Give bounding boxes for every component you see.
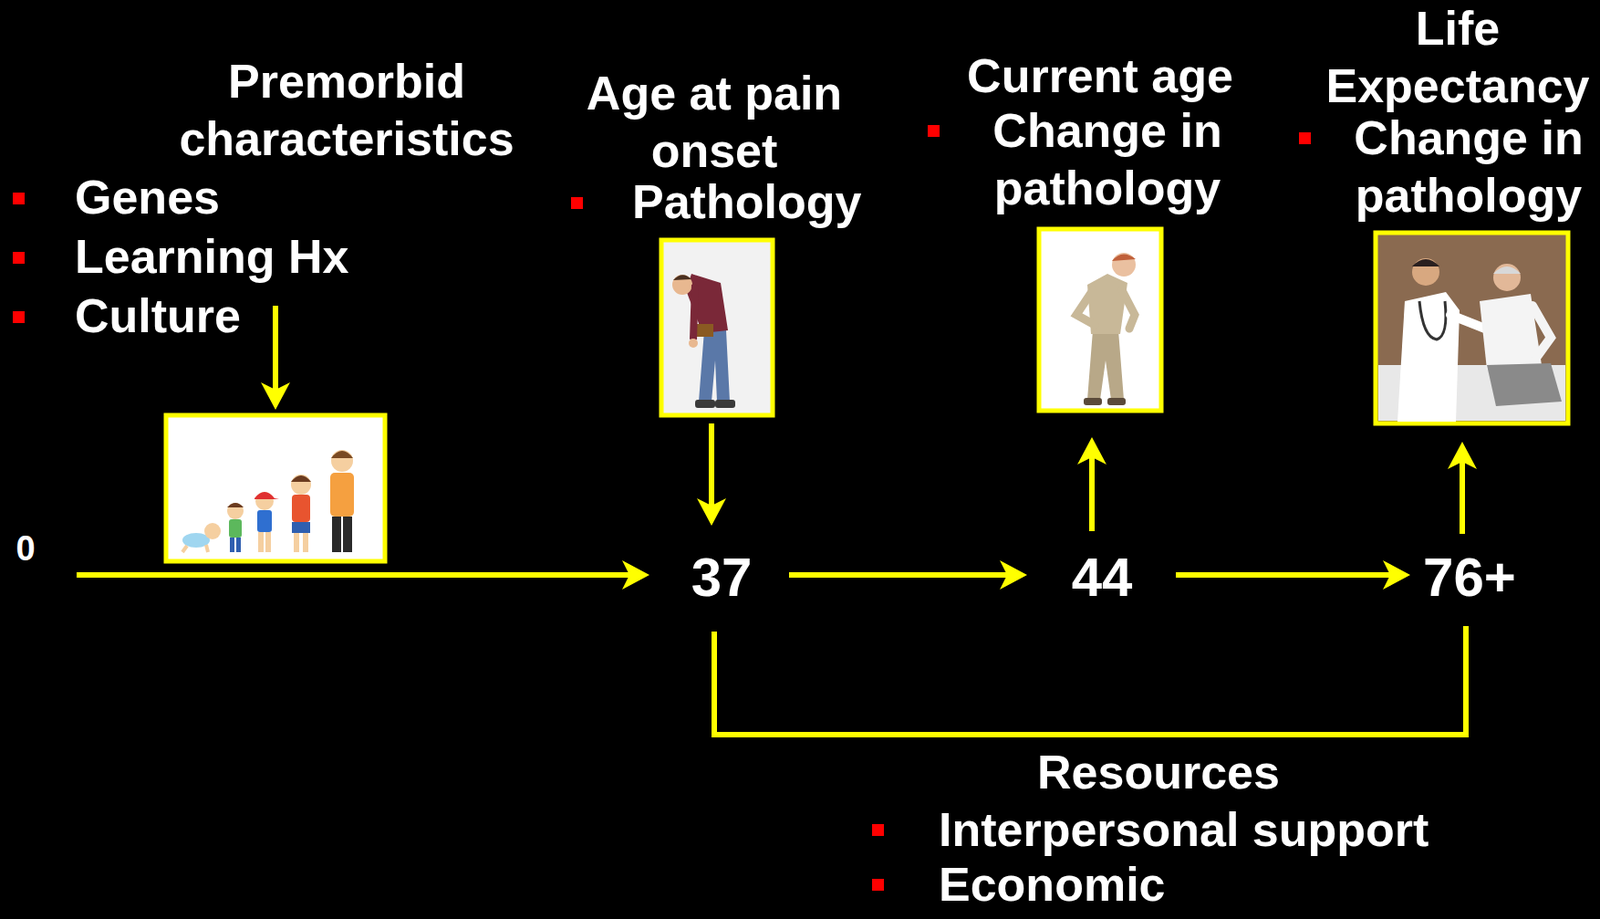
back-pain-illustration-part: [1083, 397, 1102, 406]
doctor-patient-illustration-part: [1419, 301, 1446, 340]
bullet-item: Genes: [74, 168, 458, 227]
worker-illustration-part: [661, 239, 773, 416]
kids-illustration-part: [182, 545, 188, 552]
heading-text: Premorbid characteristics: [145, 52, 548, 168]
back-pain-illustration-part: [1087, 330, 1124, 400]
age-number: 76+: [1396, 543, 1543, 611]
kids-illustration-part: [332, 516, 342, 552]
back-pain-illustration-part: [1038, 228, 1162, 411]
stage-heading: Age at pain onset: [559, 64, 870, 180]
age-number: 37: [648, 543, 795, 611]
bullet-square-part: [1298, 132, 1311, 145]
doctor-patient-illustration-part: [1532, 305, 1551, 358]
kids-illustration-part: [342, 516, 353, 552]
timeline-arrow-part: [1175, 571, 1394, 578]
bullet-item: Pathology: [632, 173, 925, 231]
pointer-arrow-part: [1447, 441, 1477, 469]
kids-illustration-part: [291, 494, 311, 522]
bullet-item: Culture: [74, 287, 458, 345]
kids-illustration-part: [258, 531, 264, 552]
worker-illustration-part: [673, 274, 692, 281]
timeline-arrow-part: [76, 571, 634, 578]
kids-illustration-part: [265, 531, 271, 552]
kids-illustration-part: [166, 415, 385, 562]
bullet-square-part: [927, 124, 940, 137]
pointer-arrow-part: [1089, 452, 1095, 531]
worker-illustration-part: [693, 284, 696, 340]
timeline-arrow-part: [789, 571, 1011, 578]
kids-illustration-part: [291, 521, 311, 533]
back-pain-illustration-part: [1111, 252, 1136, 277]
back-pain-illustration-part: [1076, 290, 1095, 325]
bullet-item: Change in pathology: [1318, 109, 1600, 225]
bullet-item: Learning Hx: [74, 228, 458, 286]
worker-illustration-part: [715, 399, 736, 408]
doctor-patient-illustration-part: [1493, 263, 1521, 291]
stage-heading: Current age: [926, 47, 1274, 105]
timeline-arrow-part: [622, 560, 650, 590]
age-number: 44: [1028, 543, 1175, 611]
age-number: 0: [5, 527, 46, 570]
worker-illustration-part: [695, 399, 716, 408]
bullet-item: Interpersonal support: [938, 800, 1541, 859]
kids-illustration-part: [236, 537, 241, 552]
pointer-arrow-part: [1077, 436, 1107, 465]
resources-bracket: [714, 625, 1466, 735]
back-pain-illustration-part: [1122, 290, 1135, 329]
bullet-square-part: [872, 878, 884, 891]
bullet-square-part: [12, 192, 25, 205]
back-pain-illustration-part: [1111, 253, 1136, 261]
kids-illustration-part: [293, 532, 300, 552]
kids-illustration-part: [204, 522, 221, 540]
pointer-arrow-part: [696, 498, 727, 526]
worker-illustration-part: [688, 338, 698, 348]
kids-illustration-part: [330, 472, 354, 517]
kids-illustration-part: [290, 475, 312, 482]
doctor-patient-illustration-part: [1450, 314, 1486, 329]
pointer-arrow-part: [1459, 457, 1465, 534]
kids-illustration-part: [206, 544, 208, 552]
pointer-arrow-part: [272, 305, 279, 395]
bullet-item: Change in pathology: [956, 102, 1258, 218]
kids-illustration-part: [229, 537, 235, 552]
kids-illustration-part: [302, 532, 309, 552]
stage-heading: Life Expectancy: [1320, 0, 1595, 115]
kids-illustration-part: [228, 519, 242, 538]
worker-illustration-part: [698, 330, 730, 402]
bullet-square-part: [12, 311, 25, 323]
kids-illustration-part: [290, 474, 312, 495]
doctor-patient-illustration-part: [1486, 363, 1562, 406]
back-pain-illustration: [1038, 228, 1162, 411]
bullet-item: Economic: [938, 855, 1322, 914]
bullet-square-part: [571, 197, 583, 209]
worker-illustration-part: [696, 323, 714, 337]
kids-illustration-part: [331, 450, 354, 458]
doctor-patient-illustration-part: [1412, 259, 1440, 267]
doctor-patient-illustration-part: [1493, 266, 1521, 274]
worker-illustration: [661, 239, 773, 416]
kids-illustration-part: [227, 502, 244, 508]
doctor-patient-illustration-part: [1375, 232, 1569, 424]
timeline-arrow-part: [1382, 560, 1411, 590]
kids-illustration-part: [227, 502, 244, 520]
bullet-square-part: [12, 251, 25, 264]
pointer-arrow: [260, 305, 1477, 534]
pointer-arrow-part: [260, 382, 291, 410]
group-heading: Resources: [966, 743, 1351, 801]
kids-illustration-part: [254, 491, 280, 499]
bullet-square-part: [872, 823, 884, 836]
timeline-arrow-part: [999, 560, 1028, 590]
kids-illustration-part: [331, 449, 354, 472]
worker-illustration-part: [672, 274, 693, 295]
pointer-arrow-part: [708, 423, 715, 510]
kids-illustration: [166, 415, 385, 562]
kids-illustration-part: [257, 509, 272, 532]
doctor-patient-illustration: [1375, 232, 1569, 424]
back-pain-illustration-part: [1107, 397, 1126, 406]
doctor-patient-illustration-part: [1412, 258, 1440, 286]
